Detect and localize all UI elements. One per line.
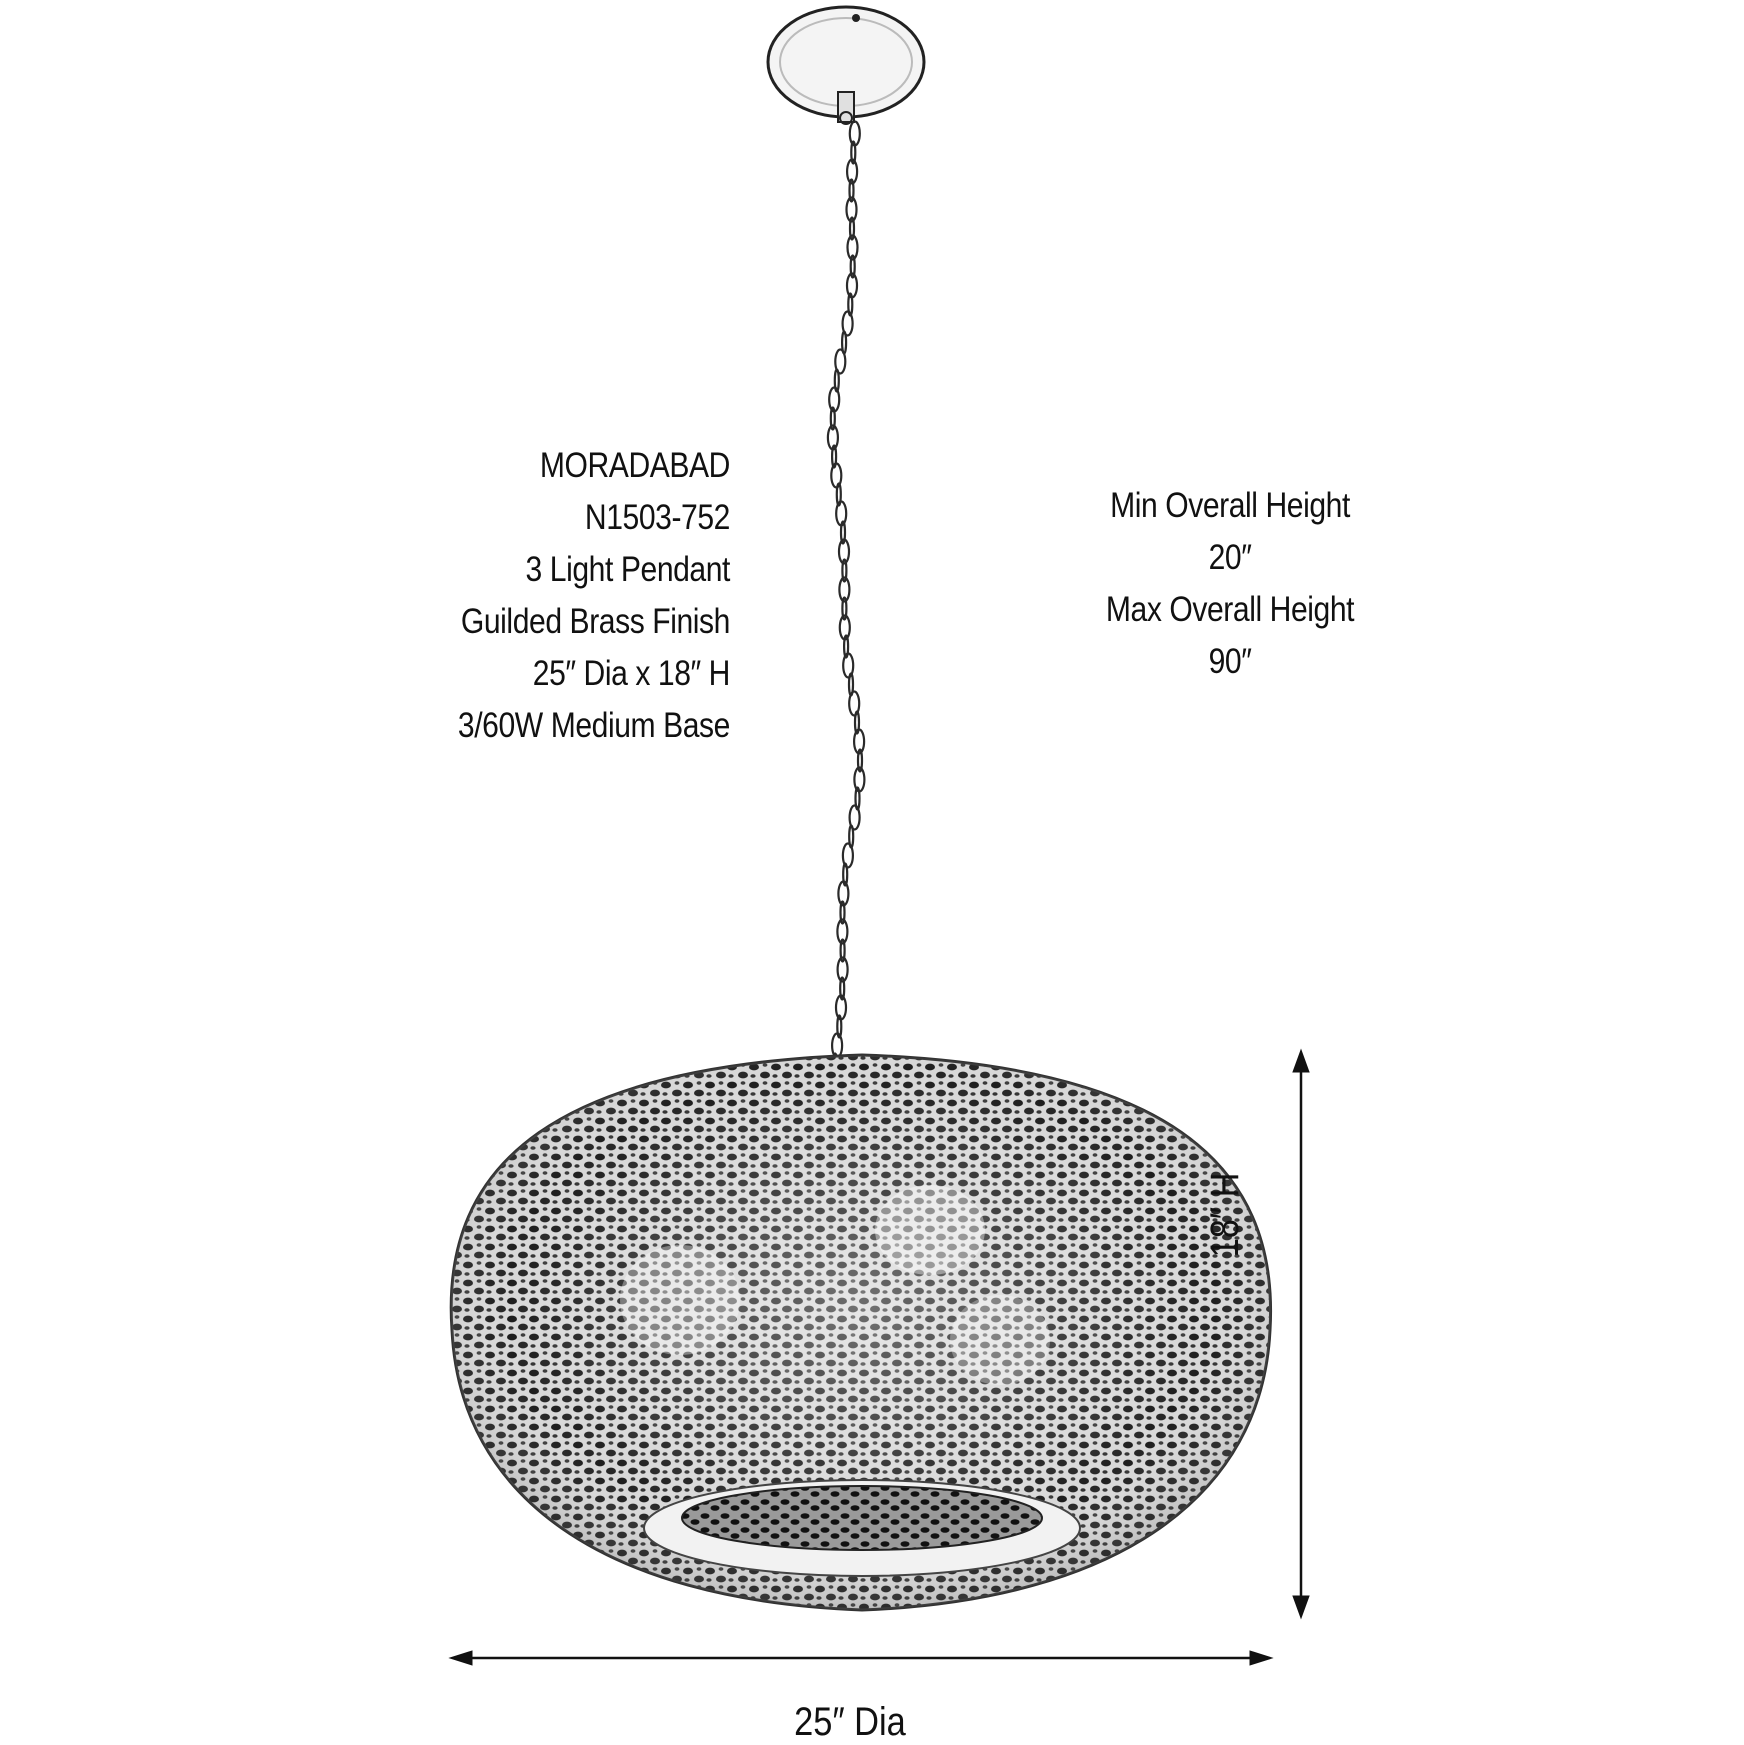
chain-link xyxy=(839,938,846,963)
product-model: N1503-752 xyxy=(584,498,731,537)
product-name: MORADABAD xyxy=(539,446,731,485)
chain-link xyxy=(849,254,856,279)
chain-link xyxy=(836,918,849,945)
height-dimension-label: 18″ H xyxy=(1203,1172,1247,1258)
chain-link xyxy=(839,976,846,1001)
product-bulbs: 3/60W Medium Base xyxy=(457,706,731,745)
chain-link xyxy=(842,634,850,659)
max-height-label: Max Overall Height xyxy=(1105,590,1355,629)
chain-link xyxy=(842,652,855,679)
chain-link xyxy=(836,956,849,983)
chain-link xyxy=(839,520,847,545)
chain-link xyxy=(839,900,846,925)
chain-link xyxy=(846,234,859,261)
height-dimension-arrow xyxy=(1292,1048,1310,1620)
min-height-label: Min Overall Height xyxy=(1110,486,1350,525)
product-specs: MORADABAD N1503-752 3 Light Pendant Guil… xyxy=(360,440,731,752)
chain-link xyxy=(841,596,848,621)
chain-link xyxy=(848,804,861,831)
product-finish: Guilded Brass Finish xyxy=(460,602,731,641)
chain-link xyxy=(853,710,861,735)
chain-link xyxy=(856,748,864,773)
bulb-glow-center xyxy=(875,1185,985,1275)
bulb-glow-left xyxy=(620,1245,740,1355)
chain-link xyxy=(850,140,857,165)
width-dimension-arrow xyxy=(448,1650,1274,1666)
height-specs: Min Overall Height 20″ Max Overall Heigh… xyxy=(1084,480,1376,688)
pendant-shade xyxy=(449,1053,1273,1612)
chain-link xyxy=(834,348,847,375)
min-height-value: 20″ xyxy=(1208,538,1252,577)
chain-link xyxy=(829,406,836,431)
chain-link xyxy=(838,576,851,603)
product-size: 25″ Dia x 18″ H xyxy=(532,654,731,693)
product-type: 3 Light Pendant xyxy=(525,550,731,589)
bottom-opening-inner xyxy=(681,1485,1043,1551)
chain-link xyxy=(836,1014,843,1039)
chain-link xyxy=(848,690,861,717)
width-dimension-label: 25″ Dia xyxy=(794,1700,906,1744)
chain-link xyxy=(830,444,838,469)
chain-link xyxy=(842,862,849,887)
chain-link xyxy=(841,310,854,337)
chain-link xyxy=(848,216,856,241)
ceiling-canopy xyxy=(766,5,926,125)
bulb-glow-right xyxy=(950,1295,1050,1385)
chain-link xyxy=(837,538,851,565)
chain-link xyxy=(848,178,855,203)
chain-link xyxy=(835,482,842,507)
chain-link xyxy=(841,558,848,583)
hanging-chain xyxy=(826,120,866,1077)
max-height-value: 90″ xyxy=(1208,642,1252,681)
